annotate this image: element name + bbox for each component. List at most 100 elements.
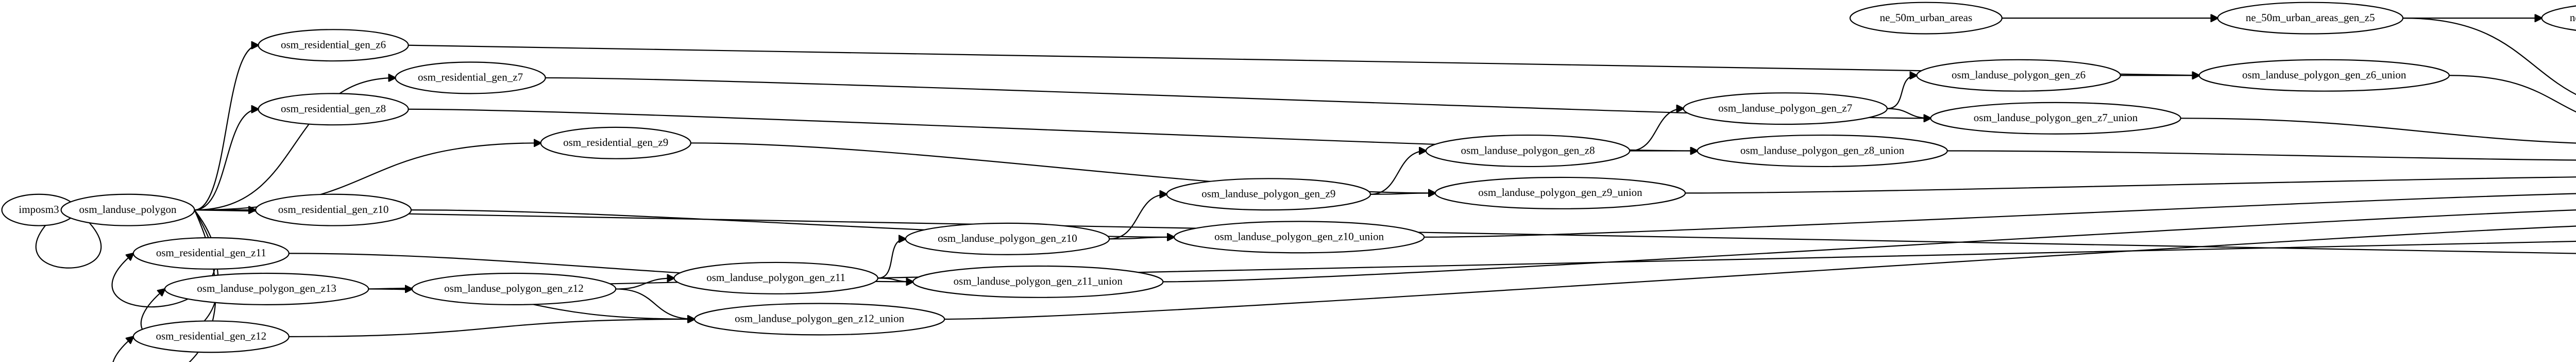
node-label-osm_landuse_polygon_gen_z6_union: osm_landuse_polygon_gen_z6_union: [2242, 69, 2406, 81]
node-label-osm_landuse_polygon_gen_z10: osm_landuse_polygon_gen_z10: [938, 232, 1077, 244]
node-label-osm_landuse_polygon_gen_z7: osm_landuse_polygon_gen_z7: [1718, 102, 1852, 114]
node-shape-osm_landuse_polygon_gen_z10: [905, 222, 1110, 255]
edge-osm_landuse_polygon_gen_z7_union-to-layer_landuse.z7: [2180, 118, 2576, 144]
node-osm_residential_gen_z10[interactable]: osm_residential_gen_z10: [255, 193, 412, 226]
edge-osm_landuse_polygon_gen_z12_union-to-layer_landuse.z12: [944, 225, 2576, 320]
node-label-osm_residential_gen_z9: osm_residential_gen_z9: [563, 136, 668, 149]
node-label-ne_50m_urban_areas: ne_50m_urban_areas: [1880, 11, 1973, 24]
node-shape-osm_landuse_polygon_gen_z13: [164, 272, 369, 305]
node-label-osm_landuse_polygon_gen_z7_union: osm_landuse_polygon_gen_z7_union: [1974, 111, 2138, 124]
node-osm_landuse_polygon_gen_z12[interactable]: osm_landuse_polygon_gen_z12: [411, 272, 617, 305]
edge-osm_landuse_polygon_gen_z6_union-to-layer_landuse.z6: [2449, 75, 2576, 113]
node-osm_landuse_polygon_gen_z10_union[interactable]: osm_landuse_polygon_gen_z10_union: [1173, 221, 1425, 254]
node-osm_residential_gen_z11[interactable]: osm_residential_gen_z11: [132, 237, 290, 270]
edge-osm_residential_gen_z12-to-osm_landuse_polygon_gen_z12_union: [289, 319, 694, 337]
node-label-osm_landuse_polygon_gen_z12_union: osm_landuse_polygon_gen_z12_union: [735, 312, 904, 325]
node-shape-osm_landuse_polygon_gen_z6_union: [2198, 59, 2450, 92]
node-shape-osm_landuse_polygon_gen_z8_union: [1697, 134, 1948, 168]
edge-osm_landuse_polygon-to-osm_residential_gen_z8: [194, 109, 258, 211]
node-label-osm_landuse_polygon_gen_z13: osm_landuse_polygon_gen_z13: [197, 282, 336, 294]
edge-osm_landuse_polygon_gen_z12-to-osm_landuse_polygon_gen_z12_union: [616, 288, 694, 319]
node-osm_landuse_polygon_gen_z8_union[interactable]: osm_landuse_polygon_gen_z8_union: [1697, 134, 1948, 168]
node-osm_landuse_polygon_gen_z10[interactable]: osm_landuse_polygon_gen_z10: [905, 222, 1110, 255]
edge-osm_landuse_polygon_gen_z9_union-to-layer_landuse.z9: [1685, 176, 2576, 194]
node-shape-osm_landuse_polygon_gen_z6: [1916, 59, 2121, 92]
node-imposm3[interactable]: imposm3: [1, 193, 77, 226]
edge-osm_landuse_polygon_gen_z8_union-to-layer_landuse.z8: [1947, 150, 2576, 161]
edge-osm_landuse_polygon_gen_z7-to-osm_landuse_polygon_gen_z7_union: [1887, 108, 1930, 119]
node-label-osm_landuse_polygon_gen_z8_union: osm_landuse_polygon_gen_z8_union: [1740, 144, 1905, 156]
node-osm_landuse_polygon_gen_z9_union[interactable]: osm_landuse_polygon_gen_z9_union: [1434, 176, 1686, 209]
edge-osm_landuse_polygon_gen_z11-to-osm_landuse_polygon_gen_z11_union: [877, 277, 913, 282]
node-ne_50m_urban_areas[interactable]: ne_50m_urban_areas: [1849, 2, 2003, 35]
node-label-imposm3: imposm3: [19, 203, 59, 216]
node-osm_landuse_polygon_gen_z11_union[interactable]: osm_landuse_polygon_gen_z11_union: [912, 265, 1164, 298]
edge-osm_landuse_polygon_gen_z11-to-osm_landuse_polygon_gen_z10: [877, 239, 906, 279]
node-label-osm_landuse_polygon_gen_z11: osm_landuse_polygon_gen_z11: [706, 271, 845, 284]
node-label-osm_residential_gen_z6: osm_residential_gen_z6: [281, 39, 386, 51]
node-shape-osm_landuse_polygon_gen_z11_union: [912, 265, 1164, 298]
edge-osm_landuse_polygon-to-osm_residential_gen_z7: [194, 78, 395, 211]
edge-osm_landuse_polygon-to-osm_residential_gen_z6: [194, 45, 258, 211]
node-label-osm_residential_gen_z7: osm_residential_gen_z7: [418, 71, 523, 84]
node-shape-osm_landuse_polygon_gen_z12: [411, 272, 617, 305]
node-label-ne_50m_urban_areas_gen_z5: ne_50m_urban_areas_gen_z5: [2246, 11, 2375, 24]
node-osm_landuse_polygon_gen_z8[interactable]: osm_landuse_polygon_gen_z8: [1425, 134, 1631, 168]
node-shape-osm_landuse_polygon_gen_z10_union: [1173, 221, 1425, 254]
node-label-ne_50m_urban_areas_gen_z4: ne_50m_urban_areas_gen_z4: [2570, 11, 2576, 24]
node-label-osm_landuse_polygon_gen_z12: osm_landuse_polygon_gen_z12: [444, 282, 584, 294]
edge-osm_landuse_polygon_gen_z11_union-to-layer_landuse.z11: [1163, 209, 2576, 283]
node-label-osm_landuse_polygon_gen_z10_union: osm_landuse_polygon_gen_z10_union: [1214, 231, 1384, 243]
node-shape-osm_residential_gen_z6: [258, 29, 409, 62]
node-ne_50m_urban_areas_gen_z5[interactable]: ne_50m_urban_areas_gen_z5: [2217, 2, 2404, 35]
node-osm_residential_gen_z6[interactable]: osm_residential_gen_z6: [258, 29, 409, 62]
node-shape-osm_landuse_polygon_gen_z9: [1166, 178, 1371, 211]
node-shape-osm_landuse_polygon_gen_z11: [673, 261, 878, 294]
node-shape-osm_residential_gen_z12: [132, 320, 290, 353]
node-label-osm_landuse_polygon_gen_z11_union: osm_landuse_polygon_gen_z11_union: [954, 275, 1123, 287]
node-osm_residential_gen_z7[interactable]: osm_residential_gen_z7: [395, 61, 546, 94]
node-shape-osm_residential_gen_z9: [540, 126, 691, 159]
node-osm_landuse_polygon_gen_z7_union[interactable]: osm_landuse_polygon_gen_z7_union: [1930, 102, 2181, 135]
edge-osm_landuse_polygon_gen_z9-to-osm_landuse_polygon_gen_z9_union: [1370, 193, 1435, 194]
node-osm_landuse_polygon_gen_z11[interactable]: osm_landuse_polygon_gen_z11: [673, 261, 878, 294]
edge-osm_landuse_polygon_gen_z9-to-osm_landuse_polygon_gen_z8: [1370, 151, 1426, 195]
node-ne_50m_urban_areas_gen_z4[interactable]: ne_50m_urban_areas_gen_z4: [2541, 3, 2576, 34]
node-osm_landuse_polygon_gen_z7[interactable]: osm_landuse_polygon_gen_z7: [1683, 92, 1888, 125]
node-label-osm_residential_gen_z11: osm_residential_gen_z11: [156, 246, 266, 259]
node-osm_landuse_polygon_gen_z6_union[interactable]: osm_landuse_polygon_gen_z6_union: [2198, 59, 2450, 92]
edge-osm_landuse_polygon_gen_z10_union-to-layer_landuse.z10: [1424, 193, 2576, 238]
node-label-osm_residential_gen_z12: osm_residential_gen_z12: [156, 330, 266, 342]
node-osm_residential_gen_z8[interactable]: osm_residential_gen_z8: [258, 93, 409, 126]
node-osm_landuse_polygon_gen_z6[interactable]: osm_landuse_polygon_gen_z6: [1916, 59, 2121, 92]
node-osm_residential_gen_z9[interactable]: osm_residential_gen_z9: [540, 126, 691, 159]
node-osm_landuse_polygon_gen_z9[interactable]: osm_landuse_polygon_gen_z9: [1166, 178, 1371, 211]
edge-ne_50m_urban_areas_gen_z5-to-layer_landuse.z5: [2402, 18, 2576, 95]
node-osm_landuse_polygon[interactable]: osm_landuse_polygon: [60, 193, 195, 226]
node-shape-osm_landuse_polygon_gen_z7_union: [1930, 102, 2181, 135]
node-shape-osm_landuse_polygon_gen_z7: [1683, 92, 1888, 125]
node-shape-ne_50m_urban_areas_gen_z4: [2541, 5, 2576, 31]
node-shape-osm_residential_gen_z8: [258, 93, 409, 126]
node-layer: imposm3 osm_landuse_polygon osm_residentia…: [1, 2, 2576, 353]
node-osm_landuse_polygon_gen_z13[interactable]: osm_landuse_polygon_gen_z13: [164, 272, 369, 305]
node-label-osm_landuse_polygon_gen_z9: osm_landuse_polygon_gen_z9: [1201, 188, 1335, 200]
node-shape-osm_landuse_polygon_gen_z9_union: [1434, 176, 1686, 209]
node-label-osm_landuse_polygon_gen_z6: osm_landuse_polygon_gen_z6: [1952, 69, 2086, 81]
node-osm_landuse_polygon_gen_z12_union[interactable]: osm_landuse_polygon_gen_z12_union: [693, 303, 945, 336]
node-osm_residential_gen_z12[interactable]: osm_residential_gen_z12: [132, 320, 290, 353]
node-shape-osm_landuse_polygon_gen_z12_union: [693, 303, 945, 336]
edge-osm_landuse_polygon_gen_z10-to-osm_landuse_polygon_gen_z9: [1109, 194, 1166, 240]
node-shape-osm_residential_gen_z7: [395, 61, 546, 94]
node-shape-ne_50m_urban_areas: [1849, 2, 2003, 35]
edge-osm_landuse_polygon_gen_z10-to-osm_landuse_polygon_gen_z10_union: [1109, 237, 1174, 239]
edge-osm_landuse_polygon_gen_z12-to-osm_landuse_polygon_gen_z11: [616, 278, 674, 290]
node-label-osm_landuse_polygon_gen_z8: osm_landuse_polygon_gen_z8: [1461, 144, 1595, 156]
node-label-osm_landuse_polygon: osm_landuse_polygon: [79, 203, 177, 216]
node-shape-osm_landuse_polygon: [60, 193, 195, 226]
node-shape-osm_residential_gen_z10: [255, 193, 412, 226]
node-shape-ne_50m_urban_areas_gen_z5: [2217, 2, 2404, 35]
node-shape-osm_landuse_polygon_gen_z8: [1425, 134, 1631, 168]
